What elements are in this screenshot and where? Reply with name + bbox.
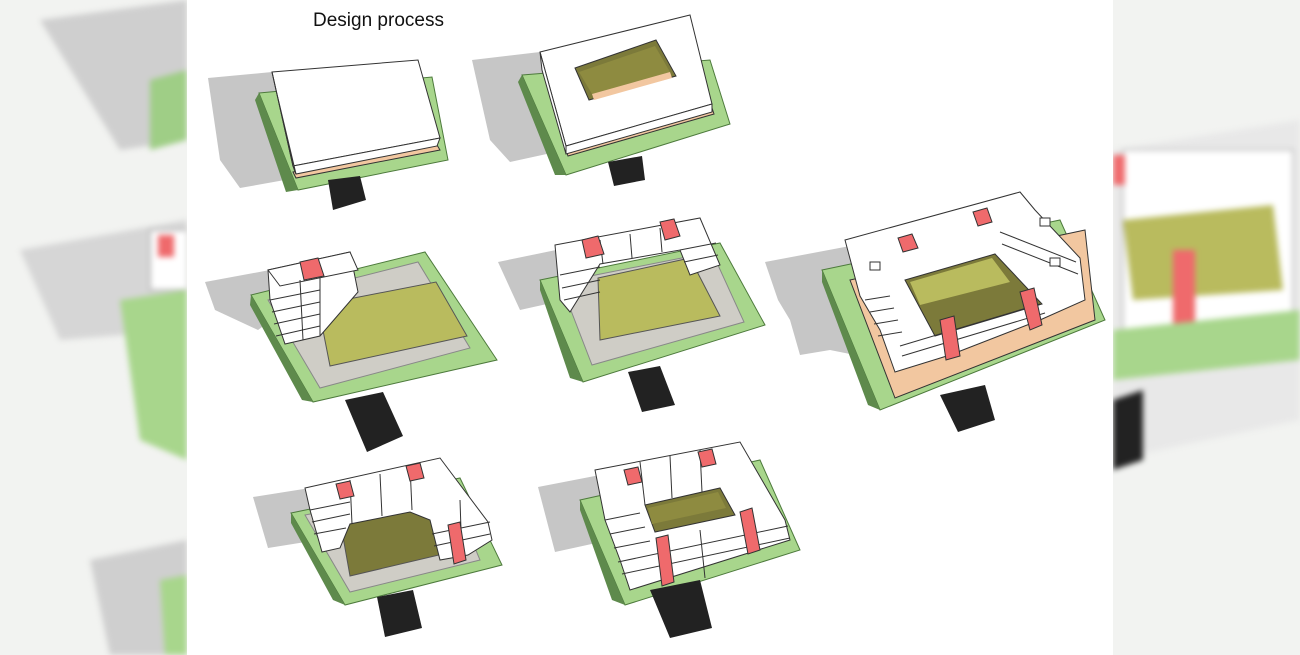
courtyard [597,257,721,341]
diagram-title: Design process [313,10,444,31]
core-tower [345,392,403,452]
step-5-final-ring [765,191,1106,432]
u-massing [304,457,493,565]
core-tower [650,580,712,638]
step-6-u-wing [253,457,503,637]
red-core-a [335,480,355,500]
left-blurred-backdrop [0,0,187,655]
courtyard [317,281,468,367]
red-core-b [972,207,993,227]
step-2-hollow-block [472,14,731,186]
red-core-d [655,534,675,587]
red-core-b [697,448,717,468]
core-tower [377,590,422,637]
red-core-a [623,466,643,486]
block-side [271,71,297,175]
step-3-first-wing [205,251,498,452]
wing-massing [554,217,721,313]
wing-massing [267,251,359,345]
red-core [299,257,325,281]
red-core-a [581,235,605,259]
ring-massing [844,191,1086,373]
core-tower [940,385,995,432]
block-side [539,51,567,155]
right-blurred-backdrop [1113,0,1300,655]
ring-massing [594,441,791,591]
step-7-closed-ring [538,441,801,638]
core-tower [608,156,645,186]
step-1-solid-block [208,59,449,210]
red-core-b [659,218,681,241]
core-tower [328,176,366,210]
step-4-l-wing [498,217,766,412]
red-core-a [897,233,919,253]
red-core-c [739,507,761,555]
red-core-b [405,462,425,482]
red-core-d [939,315,961,361]
red-core-c [447,521,467,565]
core-tower [628,366,675,412]
red-core-c [1019,287,1043,331]
